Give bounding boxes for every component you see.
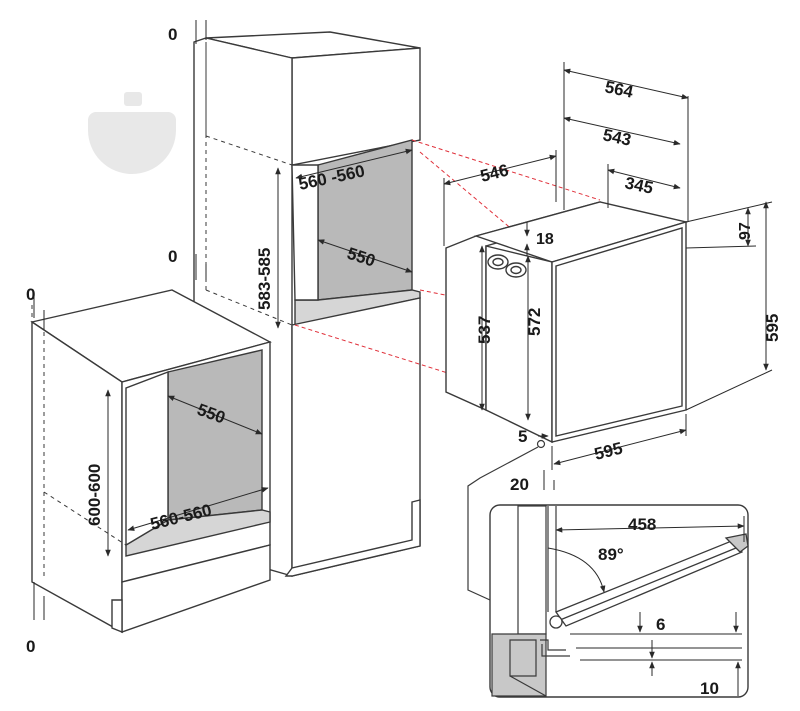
dim-tall-niche-height: 583-585: [255, 248, 274, 310]
dim-oven-bottom-gap: 5: [518, 427, 527, 446]
oven-knob: [487, 254, 509, 270]
shovel-watermark-icon: [88, 92, 176, 174]
tall-cabinet-hidden-lines: [205, 42, 293, 326]
dim-door-depth: 458: [628, 515, 656, 534]
angle-arc: [547, 547, 606, 593]
dim-oven-total-depth: 564: [603, 77, 635, 102]
oven-knob: [505, 262, 527, 278]
door-detail-inset: [489, 504, 749, 698]
dim-base-top-zero: 0: [26, 285, 35, 304]
dim-door-gap-top: 6: [656, 615, 665, 634]
base-cabinet-hidden-lines: [31, 305, 127, 580]
dim-oven-body-depth: 543: [601, 125, 633, 149]
dim-tall-top-zero: 0: [168, 25, 177, 44]
oven: [445, 201, 689, 444]
dimension-lines: [33, 20, 773, 620]
dim-oven-inner-depth: 345: [623, 173, 655, 197]
open-oven-door: [549, 533, 749, 629]
base-cabinet: [30, 289, 272, 634]
dim-base-niche-height: 600-600: [85, 464, 104, 526]
detail-callout: [467, 439, 546, 601]
dim-oven-side-height: 537: [475, 316, 494, 344]
dim-oven-front-offset: 20: [510, 475, 529, 494]
dim-oven-front-height: 572: [525, 308, 544, 336]
dim-oven-total-height: 595: [763, 314, 782, 342]
dim-door-gap-bottom: 10: [700, 679, 719, 698]
tall-niche-back: [317, 139, 413, 301]
dim-oven-width: 595: [592, 439, 624, 464]
dim-tall-mid-zero: 0: [168, 247, 177, 266]
dim-base-bottom-zero: 0: [26, 637, 35, 656]
dim-oven-side-depth: 546: [478, 161, 510, 186]
dim-oven-panel-height: 97: [737, 222, 754, 240]
dim-oven-top-gap: 18: [536, 231, 554, 248]
dim-door-angle: 89°: [598, 545, 624, 564]
